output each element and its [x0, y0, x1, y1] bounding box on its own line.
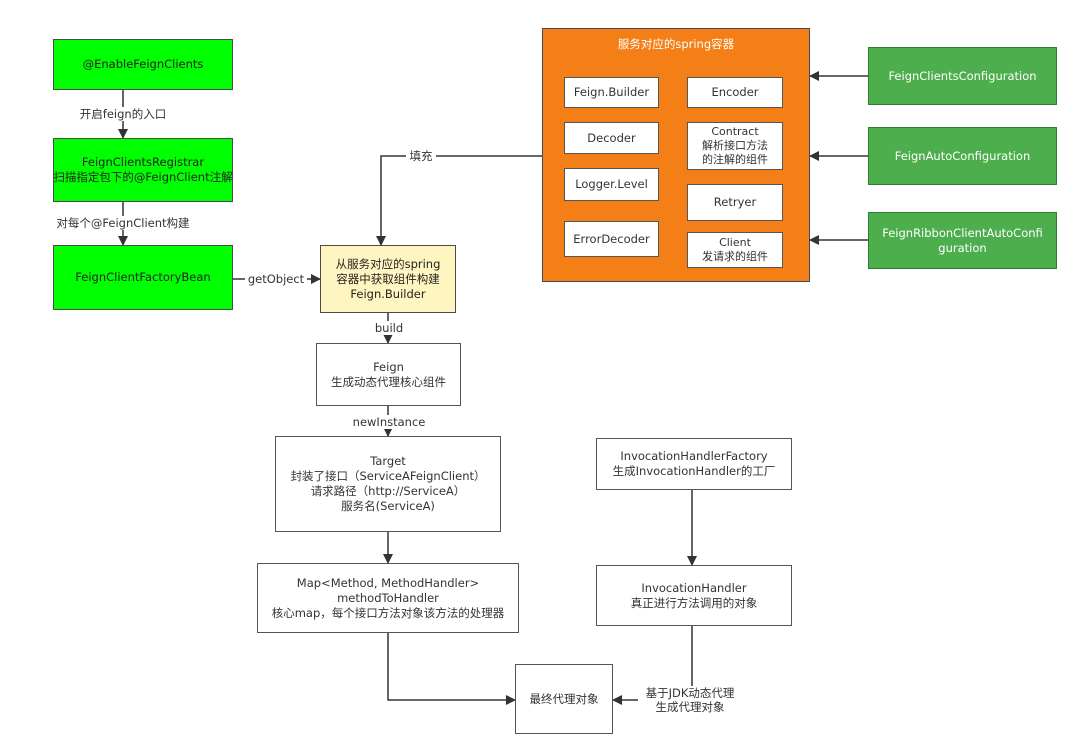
node-feign-clients-registrar-line-1: FeignClientsRegistrar	[81, 155, 205, 169]
node-client-line-1: Client	[719, 236, 751, 249]
edge-label-new-instance-line-1: newInstance	[352, 415, 426, 429]
node-decoder: Decoder	[564, 122, 659, 154]
node-invocation-handler-factory-line-2: 生成InvocationHandler的工厂	[612, 464, 776, 478]
node-method-map: Map<Method, MethodHandler> methodToHandl…	[257, 563, 519, 633]
node-get-builder: 从服务对应的spring 容器中获取组件构建 Feign.Builder	[320, 245, 456, 313]
node-invocation-handler: InvocationHandler 真正进行方法调用的对象	[596, 565, 792, 626]
edge-container-fill-getbuilder	[376, 155, 542, 246]
edge-label-build-each: 对每个@FeignClient构建	[55, 216, 191, 230]
node-method-map-line-3: 核心map，每个接口方法对象该方法的处理器	[271, 605, 505, 620]
node-invocation-handler-line-1: InvocationHandler	[641, 580, 747, 595]
node-contract-line-1: Contract	[711, 125, 759, 138]
node-get-builder-line-1: 从服务对应的spring	[335, 256, 441, 271]
node-target-line-4: 服务名(ServiceA)	[341, 499, 435, 513]
edge-label-get-object-line-1: getObject	[247, 272, 305, 286]
edge-label-feign-entry-line-1: 开启feign的入口	[79, 107, 167, 121]
node-feign-clients-configuration-line-1: FeignClientsConfiguration	[888, 68, 1037, 83]
node-feign-client-factory-bean-line-1: FeignClientFactoryBean	[75, 270, 211, 284]
node-decoder-line-1: Decoder	[587, 130, 636, 145]
node-contract: Contract 解析接口方法 的注解的组件	[687, 122, 783, 170]
edge-label-fill: 填充	[406, 149, 436, 163]
edge-label-build-each-line-1: 对每个@FeignClient构建	[56, 216, 190, 230]
edge-label-build: build	[372, 321, 406, 335]
node-final-proxy: 最终代理对象	[515, 664, 613, 734]
node-feign-builder: Feign.Builder	[564, 77, 659, 108]
node-error-decoder-line-1: ErrorDecoder	[573, 231, 650, 246]
node-get-builder-line-3: Feign.Builder	[350, 286, 426, 301]
node-feign-auto-configuration-line-1: FeignAutoConfiguration	[894, 148, 1031, 163]
edge-methodmap-to-finalproxy	[387, 633, 516, 705]
node-feign-client-factory-bean: FeignClientFactoryBean	[53, 245, 233, 310]
edge-label-new-instance: newInstance	[350, 415, 428, 429]
node-feign: Feign 生成动态代理核心组件	[316, 343, 461, 406]
edge-label-feign-entry: 开启feign的入口	[75, 107, 171, 121]
node-target-line-3: 请求路径（http://ServiceA）	[310, 484, 466, 498]
node-target: Target 封装了接口（ServiceAFeignClient） 请求路径（h…	[275, 436, 501, 532]
edge-label-fill-line-1: 填充	[409, 149, 433, 163]
node-retryer: Retryer	[687, 184, 783, 221]
node-get-builder-line-2: 容器中获取组件构建	[336, 271, 440, 286]
node-contract-line-2: 解析接口方法	[702, 139, 768, 152]
spring-container-title: 服务对应的spring容器	[617, 37, 735, 51]
node-feign-line-1: Feign	[373, 359, 404, 374]
node-retryer-line-1: Retryer	[713, 195, 757, 209]
node-invocation-handler-line-2: 真正进行方法调用的对象	[630, 595, 758, 610]
node-method-map-line-1: Map<Method, MethodHandler>	[296, 575, 480, 590]
node-client: Client 发请求的组件	[687, 232, 783, 268]
node-final-proxy-line-1: 最终代理对象	[529, 691, 599, 706]
edge-label-jdk-proxy-line-2: 生成代理对象	[655, 700, 725, 714]
node-feign-clients-configuration: FeignClientsConfiguration	[868, 47, 1057, 105]
node-feign-ribbon-client-auto-configuration-line-1: FeignRibbonClientAutoConfi	[882, 225, 1043, 240]
node-enable-feign-clients: @EnableFeignClients	[53, 39, 233, 90]
edge-label-get-object: getObject	[245, 272, 307, 286]
node-encoder-line-1: Encoder	[711, 85, 759, 99]
node-feign-line-2: 生成动态代理核心组件	[331, 374, 446, 389]
node-target-line-1: Target	[370, 454, 406, 468]
node-enable-feign-clients-line-1: @EnableFeignClients	[82, 57, 204, 71]
node-feign-auto-configuration: FeignAutoConfiguration	[868, 127, 1057, 185]
node-feign-ribbon-client-auto-configuration-line-2: guration	[938, 240, 987, 255]
node-feign-builder-line-1: Feign.Builder	[573, 85, 650, 99]
node-feign-ribbon-client-auto-configuration: FeignRibbonClientAutoConfi guration	[868, 212, 1057, 269]
node-feign-clients-registrar-line-2: 扫描指定包下的@FeignClient注解	[53, 170, 233, 184]
edge-label-jdk-proxy: 基于JDK动态代理 生成代理对象	[638, 686, 742, 714]
node-target-line-2: 封装了接口（ServiceAFeignClient）	[290, 469, 486, 483]
node-invocation-handler-factory: InvocationHandlerFactory 生成InvocationHan…	[596, 438, 792, 490]
node-error-decoder: ErrorDecoder	[564, 221, 659, 257]
node-logger-level-line-1: Logger.Level	[575, 177, 648, 191]
node-feign-clients-registrar: FeignClientsRegistrar 扫描指定包下的@FeignClien…	[53, 138, 233, 202]
node-logger-level: Logger.Level	[564, 168, 659, 201]
edge-label-build-line-1: build	[374, 321, 404, 335]
node-client-line-2: 发请求的组件	[702, 250, 768, 263]
node-encoder: Encoder	[687, 77, 783, 108]
edge-label-jdk-proxy-line-1: 基于JDK动态代理	[645, 686, 735, 700]
node-invocation-handler-factory-line-1: InvocationHandlerFactory	[620, 449, 768, 463]
node-method-map-line-2: methodToHandler	[337, 590, 439, 605]
node-contract-line-3: 的注解的组件	[702, 153, 768, 166]
